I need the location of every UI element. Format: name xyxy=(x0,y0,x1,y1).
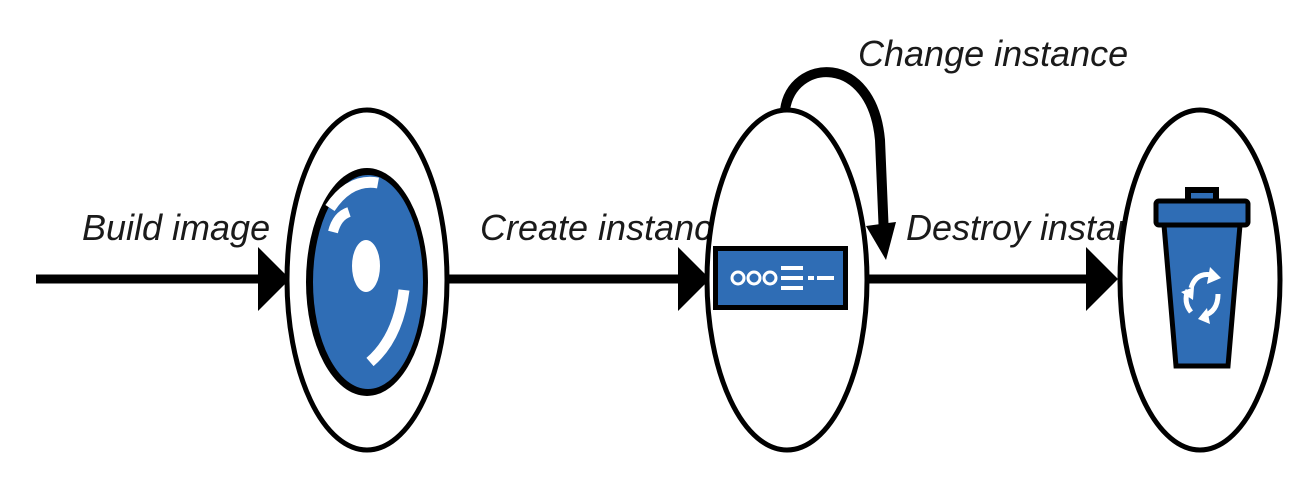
destroyed-node xyxy=(1117,107,1283,453)
build-image-label: Build image xyxy=(82,207,270,248)
disk-image-icon xyxy=(313,175,423,389)
recycle-bin-icon xyxy=(1153,187,1251,369)
instance-node xyxy=(704,107,870,453)
create-instance-label: Create instance xyxy=(480,207,732,248)
change-instance-label: Change instance xyxy=(858,33,1128,74)
destroy-instance-arrow xyxy=(867,247,1118,311)
build-image-arrow xyxy=(36,247,290,311)
server-icon xyxy=(713,246,848,310)
image-node xyxy=(284,107,450,453)
create-instance-arrow xyxy=(447,247,710,311)
change-instance-loop-arrow xyxy=(780,67,896,260)
